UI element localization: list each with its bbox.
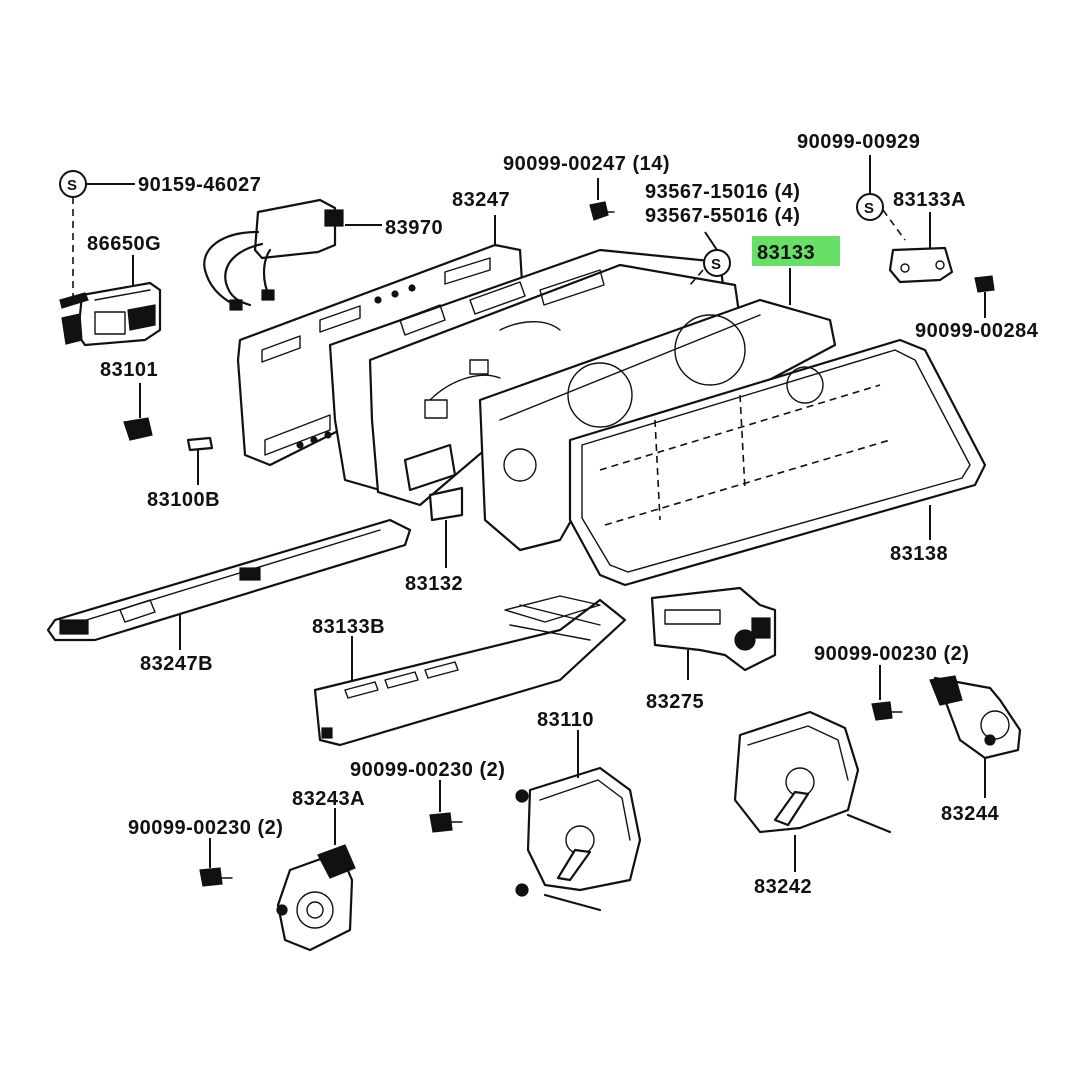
- part-83243a-gauge[interactable]: [276, 808, 356, 952]
- label-83243a: 83243A: [292, 788, 365, 810]
- label-83101: 83101: [100, 359, 158, 381]
- fastener-90159-group: S: [59, 170, 135, 300]
- label-83132: 83132: [405, 573, 463, 595]
- label-83247: 83247: [452, 189, 510, 211]
- part-83275-bracket[interactable]: [650, 586, 777, 680]
- part-90099-00247-screw[interactable]: [589, 178, 615, 221]
- label-83247b: 83247B: [140, 653, 213, 675]
- label-83133b: 83133B: [312, 616, 385, 638]
- svg-text:S: S: [67, 177, 77, 194]
- label-83242: 83242: [754, 876, 812, 898]
- label-90099-00230-right: 90099-00230 (2): [814, 643, 969, 665]
- label-93567-55016: 93567-55016 (4): [645, 205, 800, 227]
- part-86650g-relay[interactable]: [59, 255, 162, 347]
- part-83138-cover-glass[interactable]: [568, 338, 987, 587]
- label-83275: 83275: [646, 691, 704, 713]
- part-90099-00230-screw-right[interactable]: [871, 665, 903, 721]
- label-83244: 83244: [941, 803, 999, 825]
- s-symbol-icon: S: [59, 170, 87, 198]
- label-90159-46027: 90159-46027: [138, 174, 261, 196]
- part-83100b-bulb[interactable]: [186, 436, 214, 485]
- part-90099-00230-screw-center[interactable]: [429, 780, 463, 833]
- svg-text:S: S: [711, 256, 721, 273]
- part-83101-bulb[interactable]: [123, 383, 153, 441]
- label-90099-00230-left: 90099-00230 (2): [128, 817, 283, 839]
- highlight-box: [752, 236, 840, 266]
- s-symbol-icon: S: [703, 249, 731, 277]
- label-93567-15016: 93567-15016 (4): [645, 181, 800, 203]
- label-86650g: 86650G: [87, 233, 161, 255]
- label-90099-00247: 90099-00247 (14): [503, 153, 670, 175]
- part-83970-wire-harness[interactable]: [203, 198, 382, 311]
- part-83244-gauge[interactable]: [929, 675, 1022, 798]
- label-83133-highlighted[interactable]: 83133: [757, 242, 815, 264]
- label-90099-00929: 90099-00929: [797, 131, 920, 153]
- label-90099-00284: 90099-00284: [915, 320, 1039, 342]
- label-83133a: 83133A: [893, 189, 966, 211]
- part-83133a-bracket[interactable]: S: [856, 155, 954, 284]
- label-83100b: 83100B: [147, 489, 220, 511]
- part-90099-00284-screw[interactable]: [974, 275, 995, 318]
- part-83110-speedometer[interactable]: [515, 730, 642, 912]
- s-symbol-icon: S: [856, 193, 884, 221]
- part-83133b-plate[interactable]: [313, 595, 627, 747]
- fastener-93567-group: S: [689, 231, 731, 286]
- part-83242-tachometer[interactable]: [733, 710, 892, 872]
- label-83970: 83970: [385, 217, 443, 239]
- svg-text:S: S: [864, 200, 874, 217]
- part-90099-00230-screw-left[interactable]: [199, 838, 233, 887]
- label-90099-00230-center: 90099-00230 (2): [350, 759, 505, 781]
- label-83138: 83138: [890, 543, 948, 565]
- part-83247b-circuit-strip[interactable]: [46, 518, 412, 650]
- label-83110: 83110: [537, 709, 594, 731]
